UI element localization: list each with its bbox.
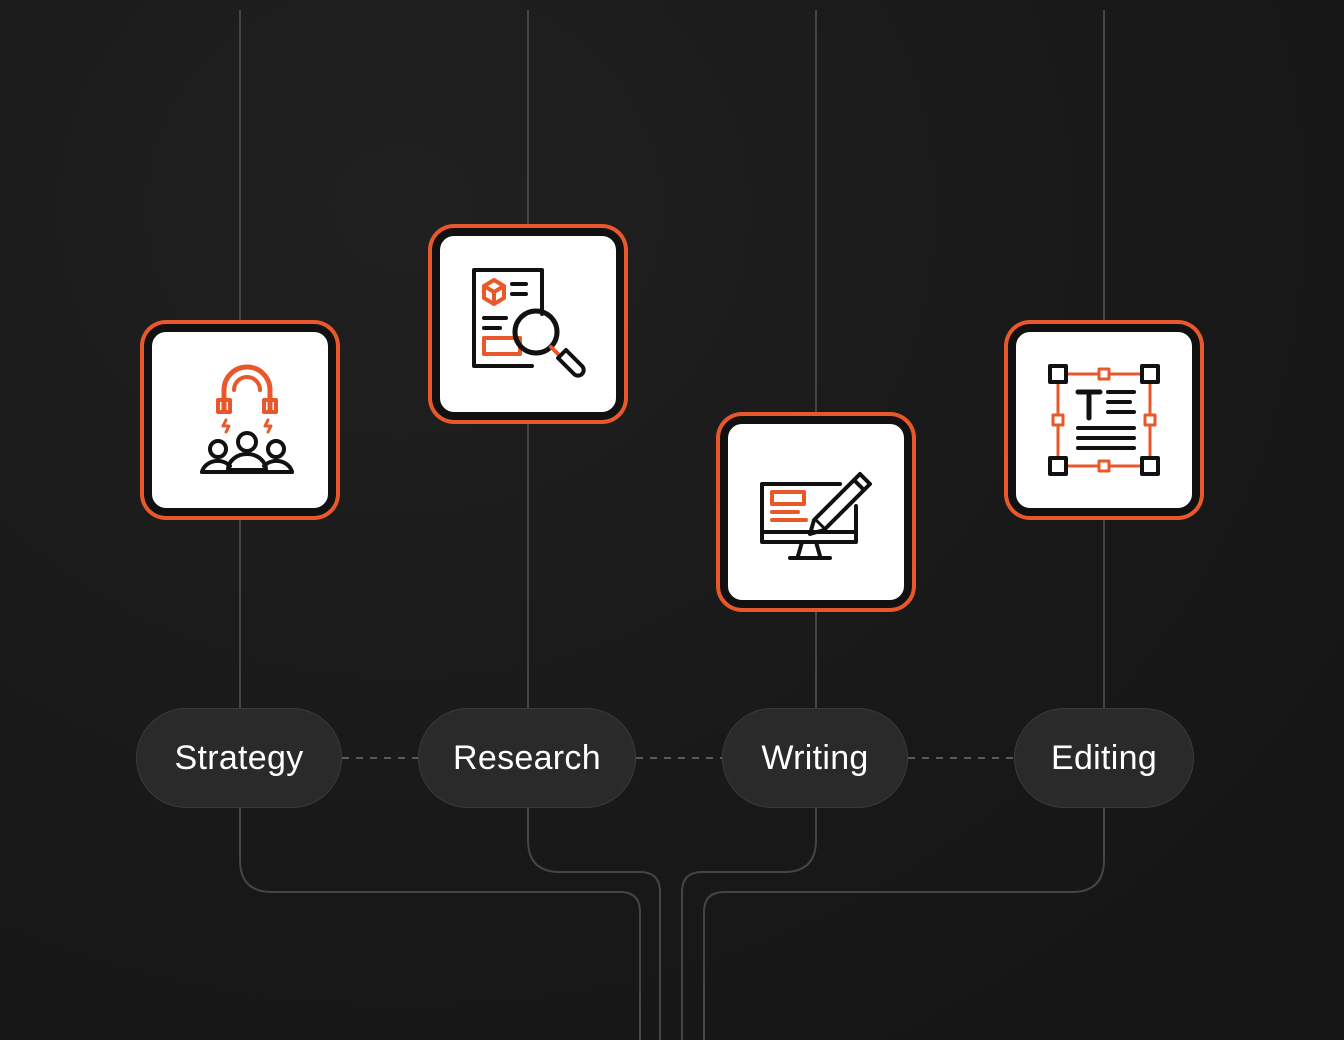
document-search-icon	[472, 268, 586, 378]
step-pill-research: Research	[418, 708, 636, 808]
step-pill-strategy: Strategy	[136, 708, 342, 808]
magnet-audience-icon	[200, 364, 294, 474]
strategy-card	[144, 324, 336, 516]
step-pill-writing: Writing	[722, 708, 908, 808]
editing-card	[1008, 324, 1200, 516]
monitor-pen-icon	[760, 472, 872, 560]
writing-card	[720, 416, 912, 608]
step-pill-editing: Editing	[1014, 708, 1194, 808]
research-card	[432, 228, 624, 420]
text-edit-frame-icon	[1048, 364, 1160, 476]
